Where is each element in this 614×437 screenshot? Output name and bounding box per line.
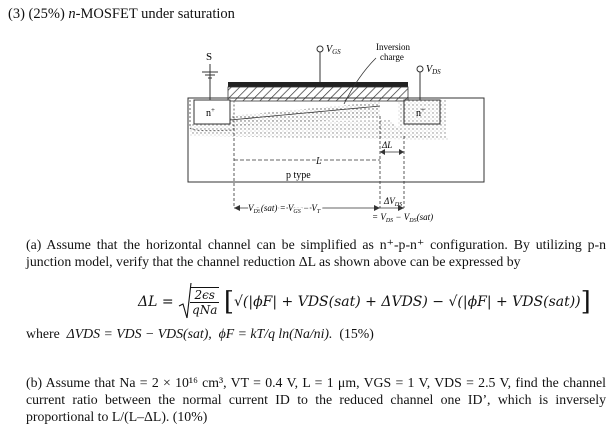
part-a: (a) Assume that the horizontal channel c… [26,236,606,270]
label-inversion-2: charge [380,52,404,62]
label-vdssat: VDS(sat) = VGS − VT [248,203,321,215]
inversion-pointer [343,57,377,105]
heading-weight: (25%) [28,6,65,22]
gate-oxide [227,86,409,102]
part-b-line-1: (b) Assume that Na = 2 × 10¹⁶ cm³, VT = … [26,375,606,390]
vdssat-arrow-left [234,205,240,211]
problem-heading: (3) (25%) n-MOSFET under saturation [8,6,235,23]
label-l: L [315,156,322,167]
sqrt-sign [178,282,192,319]
heading-number: (3) [8,6,25,22]
frac-num: 2ϵs [190,288,220,303]
part-b-line-3: proportional to L/(L–ΔL). (10%) [26,409,208,424]
where-word: where [26,326,60,341]
drain-terminal [416,65,424,73]
def-phif: ϕF = kT/q ln(Na/ni). [218,326,333,341]
pinch-off-line [229,105,381,121]
where-line: where ΔVDS = VDS − VDS(sat), ϕF = kT/q l… [26,326,374,342]
depletion-band [190,120,448,140]
label-vds: VDS [426,64,441,76]
part-a-line-2: junction model, verify that the channel … [26,254,521,269]
dl-arrow-left [380,149,385,155]
label-ptype: p type [286,170,311,181]
dl-arrow-right [399,149,404,155]
label-dvds-eq: = VDS − VDS(sat) [372,212,433,224]
label-n-right: n+ [416,106,425,119]
bracket-open: [ [223,287,234,317]
equation-lhs: ΔL = [138,294,174,310]
vdssat-arrow-right [374,205,380,211]
def-dvds: ΔVDS = VDS − VDS(sat), [66,326,212,341]
bracket-close: ] [580,287,591,317]
gate-terminal [316,45,324,53]
label-inversion-1: Inversion [376,42,410,52]
dvds-arrow-right [398,205,404,211]
mosfet-diagram: S VGS Inversion charge VDS n+ n+ L ΔL p … [187,42,485,224]
label-vgs: VGS [326,44,341,56]
label-dl: ΔL [381,140,392,150]
label-dvds: ΔVDS [383,196,402,208]
part-b-line-2: current ratio between the normal current… [26,392,606,407]
frac-den: qNa [192,303,218,317]
gate-metal [228,82,408,87]
heading-rest: -MOSFET under saturation [75,6,235,22]
part-a-line-1: (a) Assume that the horizontal channel c… [26,237,606,252]
drain-depletion [398,100,446,137]
label-s: S [206,51,212,63]
label-n-left: n+ [206,106,215,119]
source-region [193,99,231,125]
inversion-channel [230,102,380,126]
bracket-content: √(|ϕF| + VDS(sat) + ΔVDS) − √(|ϕF| + VDS… [234,294,581,310]
part-a-weight: (15%) [339,326,374,341]
part-b: (b) Assume that Na = 2 × 10¹⁶ cm³, VT = … [26,374,606,425]
heading-n: n [68,6,76,22]
